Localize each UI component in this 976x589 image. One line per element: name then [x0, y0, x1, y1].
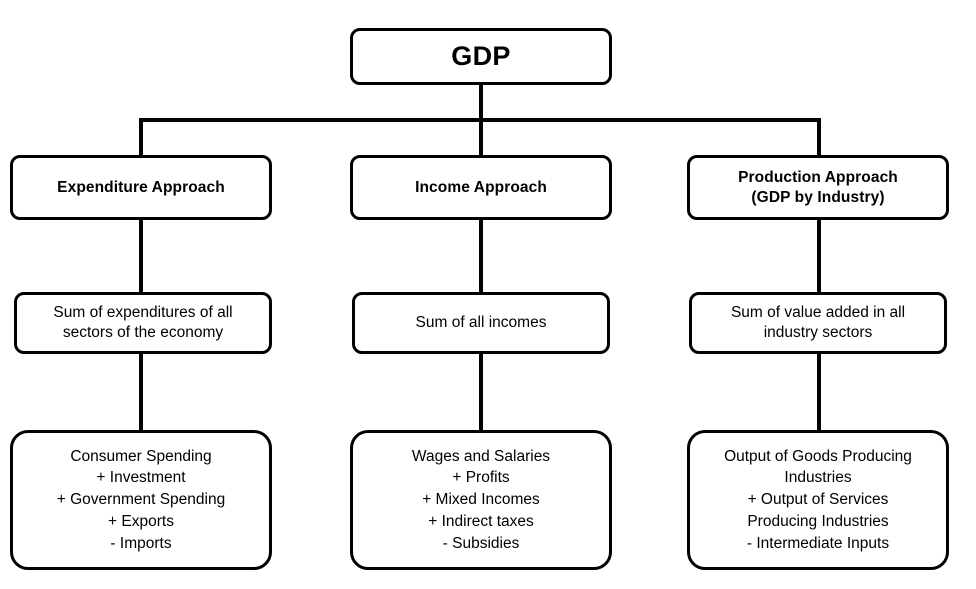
connector-bus-to-production	[817, 118, 821, 160]
node-gdp-root[interactable]: GDP	[350, 28, 612, 85]
node-expenditure-approach[interactable]: Expenditure Approach	[10, 155, 272, 220]
connector-expenditure-summary-to-formula	[139, 353, 143, 433]
connector-income-approach-to-summary	[479, 216, 483, 296]
node-production-summary[interactable]: Sum of value added in all industry secto…	[689, 292, 947, 354]
connector-bus-to-expenditure	[139, 118, 143, 160]
node-production-approach-label: Production Approach (GDP by Industry)	[738, 169, 898, 206]
node-expenditure-formula-label: Consumer Spending + Investment + Governm…	[56, 447, 226, 552]
node-income-summary-label: Sum of all incomes	[415, 313, 547, 331]
node-production-summary-label: Sum of value added in all industry secto…	[730, 303, 906, 341]
node-income-summary[interactable]: Sum of all incomes	[352, 292, 610, 354]
node-production-approach[interactable]: Production Approach (GDP by Industry)	[687, 155, 949, 220]
connector-bus-to-income	[479, 118, 483, 160]
connector-production-approach-to-summary	[817, 216, 821, 296]
node-expenditure-approach-label: Expenditure Approach	[57, 178, 225, 196]
node-expenditure-summary-label: Sum of expenditures of all sectors of th…	[53, 303, 233, 341]
node-production-formula[interactable]: Output of Goods Producing Industries + O…	[687, 430, 949, 570]
connector-income-summary-to-formula	[479, 353, 483, 433]
node-income-approach-label: Income Approach	[415, 178, 547, 196]
node-income-formula[interactable]: Wages and Salaries + Profits + Mixed Inc…	[350, 430, 612, 570]
node-expenditure-summary[interactable]: Sum of expenditures of all sectors of th…	[14, 292, 272, 354]
connector-expenditure-approach-to-summary	[139, 216, 143, 296]
node-gdp-root-label: GDP	[451, 40, 511, 71]
node-expenditure-formula[interactable]: Consumer Spending + Investment + Governm…	[10, 430, 272, 570]
node-income-approach[interactable]: Income Approach	[350, 155, 612, 220]
node-production-formula-label: Output of Goods Producing Industries + O…	[724, 447, 912, 552]
connector-production-summary-to-formula	[817, 353, 821, 433]
node-income-formula-label: Wages and Salaries + Profits + Mixed Inc…	[411, 447, 551, 552]
